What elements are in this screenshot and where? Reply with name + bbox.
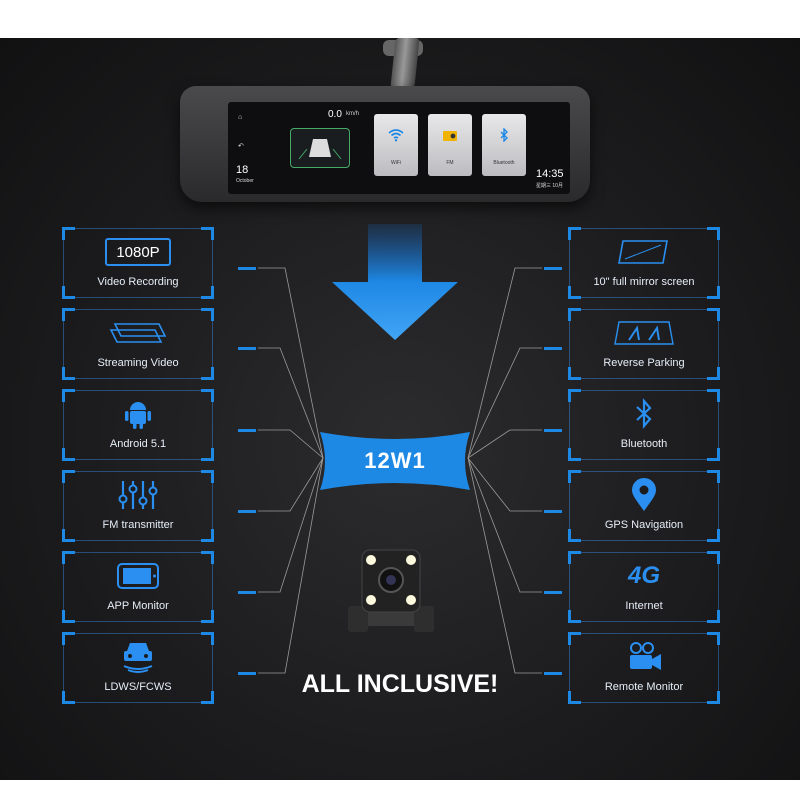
model-name: 12W1 <box>364 448 426 473</box>
feature-app-monitor: APP Monitor <box>62 551 214 623</box>
backup-camera-image <box>348 549 434 632</box>
wifi-icon <box>388 129 404 142</box>
screen-card-fm[interactable]: FM <box>428 114 472 176</box>
connector-dash <box>544 591 562 594</box>
feature-android: Android 5.1 <box>62 389 214 461</box>
screen-card-wifi[interactable]: WiFi <box>374 114 418 176</box>
connector-dash <box>544 347 562 350</box>
video-camera-icon <box>630 642 661 670</box>
connector-dash <box>544 510 562 513</box>
feature-internet: 4G Internet <box>568 551 720 623</box>
back-icon: ↶ <box>238 143 244 150</box>
screen-date-month: October <box>236 178 254 184</box>
car-status-icon <box>290 128 350 168</box>
connector-lines <box>258 267 542 674</box>
feature-video-recording: 1080P Video Recording <box>62 227 214 299</box>
connector-dash <box>238 510 256 513</box>
model-badge: 12W1 <box>320 432 470 490</box>
screen-time: 14:35 <box>536 168 564 180</box>
connector-dash <box>544 429 562 432</box>
parking-lines-icon <box>614 321 674 345</box>
android-icon <box>125 402 151 429</box>
arrow-down-icon <box>332 224 458 340</box>
feature-gps-navigation: GPS Navigation <box>568 470 720 542</box>
4g-icon: 4G <box>627 562 660 589</box>
screen-date-day: 18 <box>236 164 249 176</box>
home-icon: ⌂ <box>238 114 243 121</box>
feature-bluetooth: Bluetooth <box>568 389 720 461</box>
screen-date-line: 星期三 10月 <box>536 183 563 189</box>
screen-speed-unit: km/h <box>346 111 360 117</box>
full-screen-icon <box>618 240 668 264</box>
tagline: ALL INCLUSIVE! <box>301 670 499 698</box>
connector-dash <box>238 347 256 350</box>
connector-dash <box>544 267 562 270</box>
feature-remote-monitor: Remote Monitor <box>568 632 720 704</box>
phone-screen-icon <box>117 563 159 589</box>
bluetooth-icon <box>636 398 652 429</box>
equalizer-sliders-icon <box>118 481 158 509</box>
car-warning-icon <box>123 643 153 673</box>
map-pin-icon <box>632 478 656 511</box>
connector-dash <box>238 591 256 594</box>
connector-dash <box>544 672 562 675</box>
double-screen-icon <box>109 323 167 343</box>
product-banner: ⌂ ↶ 18 October 0.0 km/h WiFi FM Bluetoot… <box>0 38 800 780</box>
connector-dash <box>238 672 256 675</box>
feature-streaming-video: Streaming Video <box>62 308 214 380</box>
feature-ldws-fcws: LDWS/FCWS <box>62 632 214 704</box>
bluetooth-icon <box>500 128 508 142</box>
screen-card-bluetooth[interactable]: Bluetooth <box>482 114 526 176</box>
screen-speed: 0.0 <box>328 109 342 120</box>
mirror-screen: ⌂ ↶ 18 October 0.0 km/h WiFi FM Bluetoot… <box>228 102 570 194</box>
connector-dash <box>238 267 256 270</box>
feature-full-mirror-screen: 10" full mirror screen <box>568 227 720 299</box>
hd-1080p-icon: 1080P <box>103 236 173 268</box>
feature-fm-transmitter: FM transmitter <box>62 470 214 542</box>
feature-reverse-parking: Reverse Parking <box>568 308 720 380</box>
radio-icon <box>443 131 457 141</box>
connector-dash <box>238 429 256 432</box>
